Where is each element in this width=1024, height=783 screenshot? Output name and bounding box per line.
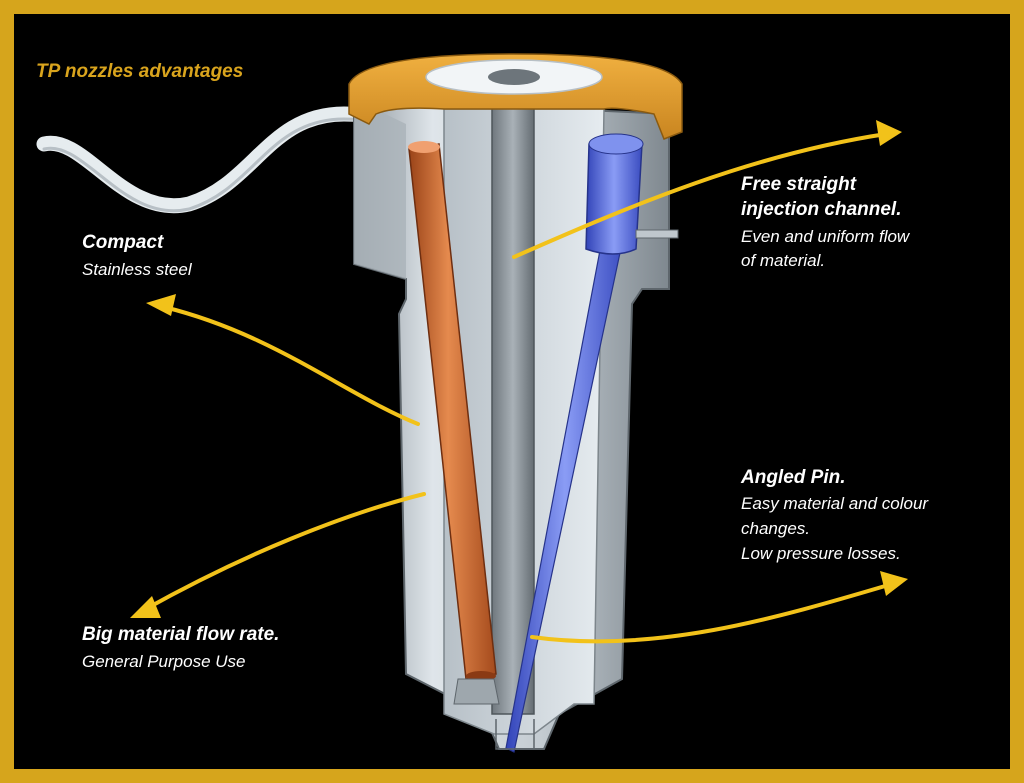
channel-heading-2: injection channel. [741,199,902,220]
arrow-pin [530,582,894,644]
compact-line-1: Stainless steel [82,260,192,279]
diagram-frame: TP nozzles advantages Compact Stainless … [14,14,1010,769]
arrow-channel [512,132,888,259]
pin-line-1: Easy material and colour [741,494,929,513]
nozzle-illustration [36,53,908,753]
compact-heading: Compact [82,232,164,253]
arrows [142,132,894,644]
channel-line-2: of material. [741,251,826,270]
arrow-compact [162,305,420,426]
arrowhead-flow [130,596,161,618]
arrowhead-compact [146,294,176,316]
pin-heading: Angled Pin. [741,467,846,488]
pin-line-3: Low pressure losses. [741,544,901,563]
arrow-flow [142,492,426,612]
channel-line-1: Even and uniform flow [741,227,910,246]
arrowhead-channel [876,120,902,146]
flow-line-1: General Purpose Use [82,652,246,671]
channel-heading-1: Free straight [741,174,857,195]
pin-head [585,137,643,255]
flow-heading: Big material flow rate. [82,624,280,645]
injection-channel [491,75,535,715]
pin-line-2: changes. [741,519,810,538]
arrowhead-pin [880,571,908,596]
diagram-title: TP nozzles advantages [36,61,244,82]
